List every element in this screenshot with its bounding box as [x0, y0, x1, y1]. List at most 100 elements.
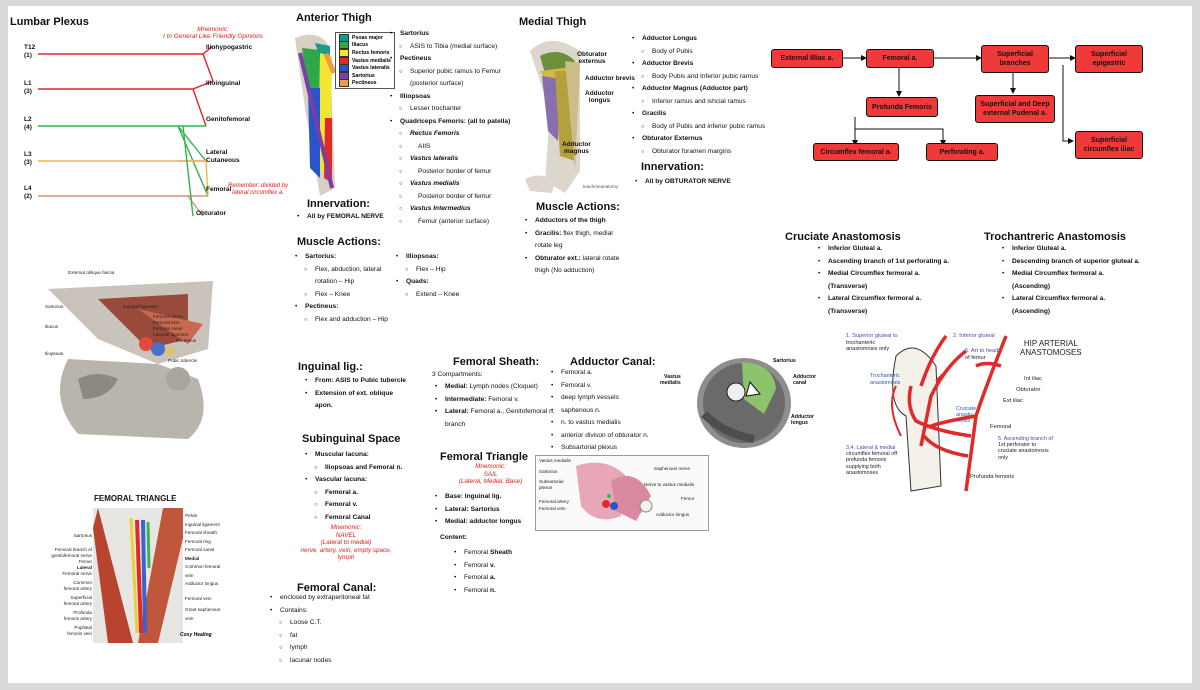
- tri-label: Adductor longus: [185, 581, 219, 586]
- list-item-text: (Transverse): [828, 307, 868, 315]
- flow-arrows: [840, 55, 1076, 146]
- legend-label: Sartorius: [352, 72, 375, 79]
- list-item: Quads:: [396, 276, 496, 289]
- list-item-text: Contains:: [280, 606, 308, 614]
- list-item: Gracilis: [632, 108, 782, 121]
- sheath-sub: 3 Compartments:: [432, 371, 483, 378]
- legend-entry: Rectus femoris: [339, 48, 391, 57]
- sheath-img-label: Iliacus: [45, 324, 59, 329]
- hip-title-line1: HIP ARTERIAL: [1023, 339, 1078, 348]
- medial-label-obturator-externus: Obturator externus: [577, 51, 607, 65]
- list-item: Sartorius:: [295, 251, 405, 264]
- flow-circumflex-femoral: Circumflex femoral a.: [813, 143, 899, 161]
- hip-text: anastomoses: [846, 469, 879, 476]
- hip-note-5: 5. Ascending branch of 1st perforator to…: [998, 436, 1053, 461]
- list-item-text: From: ASIS to Pubic tubercle: [315, 377, 406, 384]
- list-item: Obturator ext.: lateral rotate: [525, 253, 655, 266]
- nerve-iliohypogastric: Iliohypogastric: [206, 44, 253, 51]
- xs-label: canal: [793, 380, 807, 386]
- list-item-text: Lateral Circumflex fermoral a.: [828, 295, 922, 302]
- root-label: L3: [24, 151, 32, 158]
- medial-actions-list: Adductors of the thighGracilis: flex thi…: [525, 215, 655, 278]
- list-item: AIIS: [390, 141, 525, 154]
- list-item-text: Femoral v.: [325, 501, 358, 508]
- list-item-text: Posterior border of femur: [418, 192, 492, 200]
- list-item-text: Vastus Intermedius: [410, 205, 471, 212]
- list-item: Posterior border of femur: [390, 191, 525, 204]
- legend-label: Rectus femoris: [352, 49, 390, 56]
- legend-swatch: [339, 71, 349, 80]
- hip-text: supplying both: [846, 463, 881, 470]
- list-item: Gracilis: flex thigh, medial: [525, 228, 655, 241]
- list-item: Femoral n.: [454, 585, 544, 598]
- list-item-detail: flex thigh, medial: [561, 229, 613, 237]
- list-item-text: branch: [445, 420, 466, 428]
- list-item: thigh (No adduction): [525, 265, 655, 278]
- list-item: Adductor Brevis: [632, 58, 782, 71]
- nerve-genitofemoral: Genitofemoral: [206, 116, 251, 123]
- thigh-cross-section-image: [697, 358, 791, 448]
- list-item: Superior pubic ramus to Femur: [390, 66, 525, 79]
- xs-label: medialis: [660, 380, 681, 386]
- list-item-text: deep lymph vessels: [561, 394, 619, 401]
- flow-superficial-circumflex-iliac: Superficial circumflex iliac: [1075, 131, 1143, 159]
- hip-text: 3,4. Lateral & medial: [846, 445, 896, 451]
- root-l3: L3 (3): [24, 151, 32, 167]
- tri-label: Femur: [78, 559, 92, 564]
- dia-label-group: Subsartorial plexus: [539, 479, 564, 490]
- list-item: Vastus lateralis: [390, 153, 525, 166]
- study-sheet: Lumbar Plexus Mnemonic: I In General Lik…: [8, 6, 1192, 683]
- list-item: Ascending branch of 1st perforating a.: [818, 256, 958, 269]
- list-item: branch: [435, 419, 570, 432]
- tri-labels-right: Pelvis Inguinal ligament Femoral sheath …: [185, 512, 245, 623]
- hip-text: Cruciate: [956, 406, 977, 412]
- list-item-text: Inferior Gluteal a.: [1012, 245, 1067, 252]
- list-item-text: Femoral: [464, 549, 491, 556]
- list-item-text: rotate leg: [535, 242, 563, 249]
- list-item: Lateral: Femoral a., Genitofemoral n.: [435, 406, 570, 419]
- tri-label: Sartorius: [73, 533, 92, 538]
- femoral-canal-list: enclosed by extraperitoneal fatContains:…: [270, 592, 410, 667]
- nerve-lateral-cutaneous: Lateral Cutaneous: [206, 149, 240, 165]
- nerve-cutaneous: Cutaneous: [206, 157, 240, 164]
- list-item: Subsartorial plexus: [551, 442, 691, 455]
- list-item-text: n. to vastus medialis: [561, 419, 621, 426]
- list-item: Quadriceps Femoris: (all to patella): [390, 116, 525, 129]
- legend-entry: Pectineus: [339, 79, 391, 88]
- hip-trochanteric: Trochanteric anastomosis: [870, 373, 900, 386]
- tri-labels-left: Sartorius Femoral branch of genitofemora…: [36, 533, 92, 637]
- hip-text: mosis: [956, 418, 971, 424]
- list-item-text: Vascular lacuna:: [315, 476, 368, 483]
- hip-note-6: 6. Art to head of femur: [965, 348, 998, 361]
- tri-label: Superficial: [70, 595, 92, 600]
- list-item-text: Lateral Circumflex fermoral a.: [1012, 295, 1106, 302]
- list-item: saphenous n.: [551, 405, 691, 418]
- root-sub: (1): [24, 52, 32, 59]
- root-sub: (2): [24, 193, 32, 200]
- flow-perforating: Perforating a.: [926, 143, 998, 161]
- medial-origin-list: Adductor LongusBody of PubisAdductor Bre…: [632, 33, 782, 158]
- remember-note: Remember: divided by lateral circumflex …: [228, 183, 288, 197]
- list-item: Intermediate: Femoral v.: [435, 394, 570, 407]
- list-item: Illiopsoas: [390, 91, 525, 104]
- tri-label: Femoral branch of: [54, 547, 92, 552]
- tri-label: Femoral vein: [185, 595, 212, 601]
- anterior-innervation-text: All by FEMORAL NERVE: [307, 213, 384, 220]
- dia-label: Femoral artery: [539, 499, 569, 504]
- list-item-text: (Ascending): [1012, 282, 1051, 290]
- medial-label-adductor-brevis: Adductor brevis: [585, 75, 635, 82]
- list-item: Vastus medialis: [390, 178, 525, 191]
- medial-innervation-title: Innervation:: [641, 161, 704, 173]
- list-item: Illiopsoas:: [396, 251, 496, 264]
- hip-text: profunda femoris: [846, 457, 887, 464]
- subinguinal-list: Muscular lacuna:Iliopsoas and Femoral n.…: [305, 449, 425, 524]
- list-item: Flex and adduction – Hip: [295, 314, 405, 327]
- list-item-text: Femoral: [464, 586, 491, 594]
- tri-label: Pelvis: [185, 513, 198, 518]
- list-item-text: lacunar nodes: [290, 656, 332, 664]
- list-item-text: (posterior surface): [410, 80, 464, 87]
- label-line: Adductor: [585, 90, 614, 97]
- root-label: L2: [24, 116, 32, 123]
- mnemonic-line: nerve, artery, vein, empty space,: [300, 546, 392, 554]
- list-item-text: AIIS: [418, 142, 431, 150]
